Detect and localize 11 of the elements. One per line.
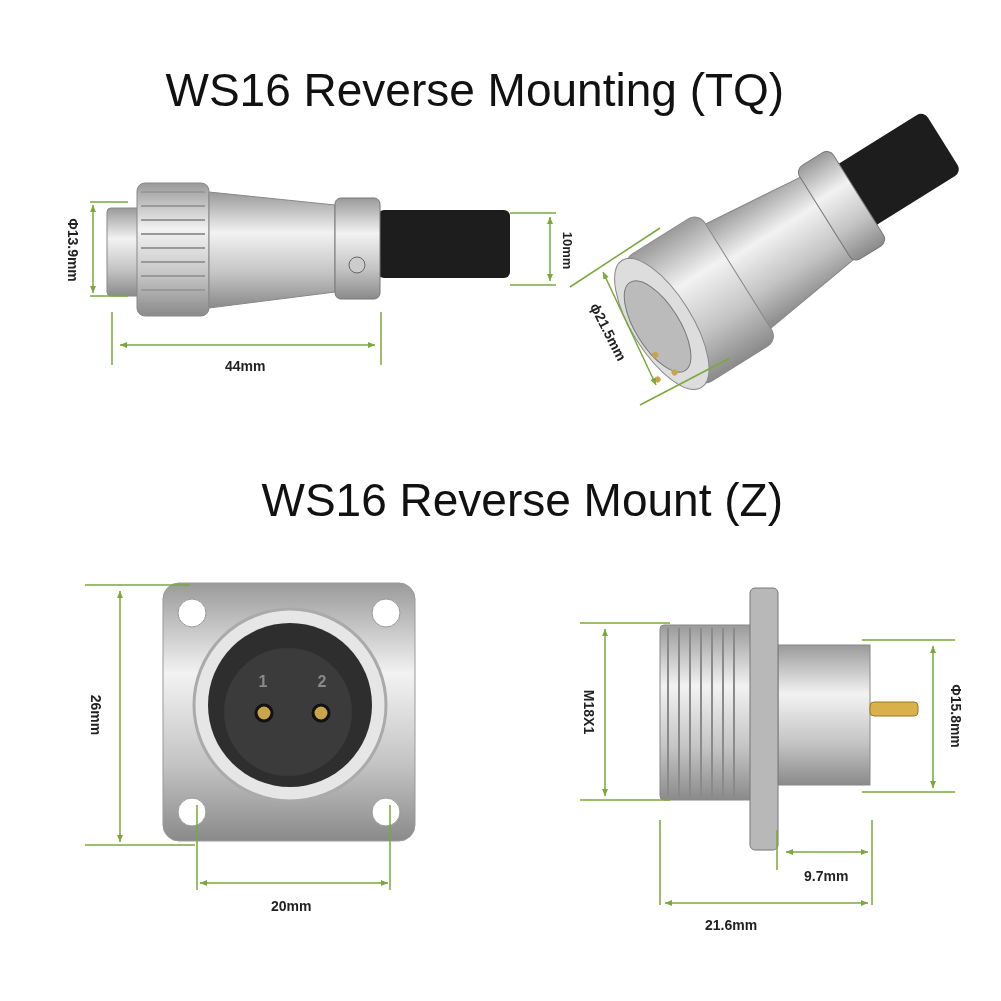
dimension-label: 21.6mm	[705, 918, 758, 932]
dimension-label: M18X1	[582, 689, 597, 735]
pin-number: 1	[258, 674, 268, 690]
dimension-label: 26mm	[89, 694, 104, 736]
dimension-label: 9.7mm	[804, 869, 849, 883]
dimension-label: Φ13.9mm	[65, 218, 80, 282]
dimension-label: 44mm	[225, 359, 266, 373]
dimension-label: Φ15.8mm	[948, 684, 963, 748]
pin-number: 2	[317, 674, 327, 690]
dimension-label: 10mm	[561, 231, 575, 269]
dimension-label: 20mm	[271, 899, 312, 913]
